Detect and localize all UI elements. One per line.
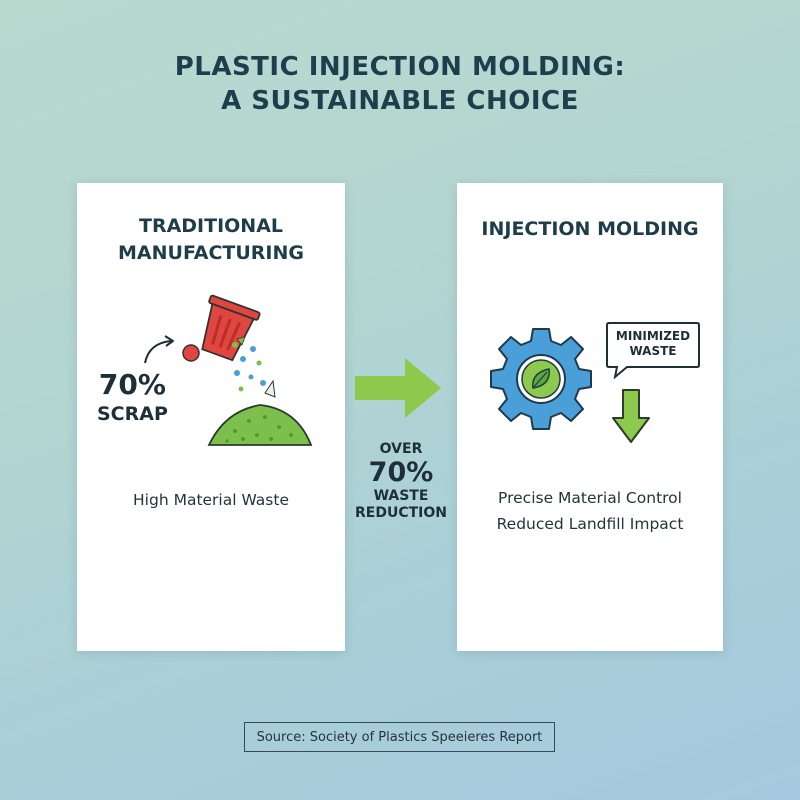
speech-bubble-icon: MINIMIZED WASTE [605, 321, 701, 379]
speech-bubble-text: MINIMIZED WASTE [605, 329, 701, 359]
injection-heading: INJECTION MOLDING [457, 216, 723, 243]
injection-molding-panel: INJECTION MOLDING MINIMIZED WASTE Precis… [457, 183, 723, 651]
traditional-heading: TRADITIONAL MANUFACTURING [77, 213, 345, 267]
gear-leaf-icon [490, 328, 592, 430]
waste-reduction-over: OVER [379, 441, 423, 457]
right-arrow-icon [355, 358, 441, 418]
source-citation: Source: Society of Plastics Speeieres Re… [244, 722, 555, 752]
source-text: Source: Society of Plastics Speeieres Re… [256, 729, 543, 745]
waste-pile-icon [207, 404, 313, 446]
scrap-stat-value: 70% [98, 368, 166, 401]
injection-caption: Precise Material Control Reduced Landfil… [457, 485, 723, 537]
waste-reduction-value: 70% [368, 457, 434, 488]
trash-bin-icon [182, 294, 261, 362]
speech-bubble-shape [606, 322, 700, 379]
injection-caption-line-1: Precise Material Control [498, 489, 682, 507]
curved-arrow-icon [144, 335, 174, 364]
waste-reduction-label-1: WASTE [373, 488, 429, 504]
page-title: PLASTIC INJECTION MOLDING: A SUSTAINABLE… [0, 50, 800, 118]
traditional-manufacturing-panel: TRADITIONAL MANUFACTURING [77, 183, 345, 651]
speech-bubble-line-1: MINIMIZED [615, 329, 691, 343]
title-line-1: PLASTIC INJECTION MOLDING: [174, 52, 626, 82]
injection-caption-line-2: Reduced Landfill Impact [496, 515, 684, 533]
waste-reduction-label-2: REDUCTION [355, 505, 447, 521]
scrap-stat: 70% SCRAP [97, 369, 168, 427]
falling-scrap-icon [232, 336, 276, 398]
traditional-caption-text: High Material Waste [133, 491, 289, 509]
scrap-stat-label: SCRAP [97, 403, 168, 425]
down-arrow-icon [612, 389, 650, 443]
speech-bubble-line-2: WASTE [629, 344, 677, 358]
traditional-caption: High Material Waste [77, 487, 345, 513]
injection-heading-text: INJECTION MOLDING [481, 218, 699, 240]
traditional-heading-line-2: MANUFACTURING [118, 242, 304, 264]
waste-reduction-stat: OVER 70% WASTE REDUCTION [344, 440, 458, 522]
traditional-heading-line-1: TRADITIONAL [138, 215, 284, 237]
title-line-2: A SUSTAINABLE CHOICE [221, 86, 579, 116]
